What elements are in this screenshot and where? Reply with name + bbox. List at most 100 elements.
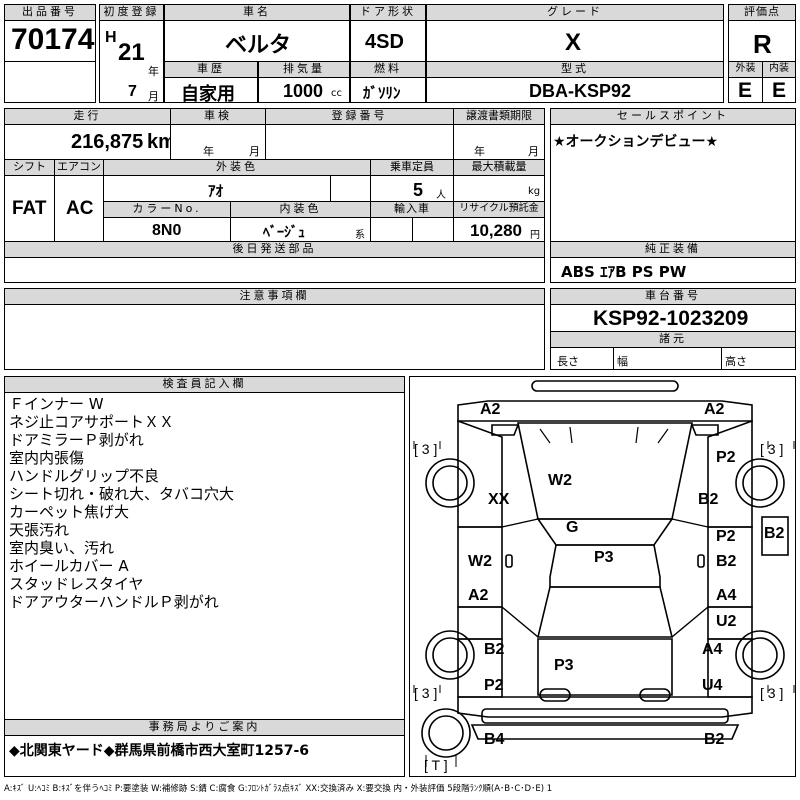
- inspection-cell: 車検 年 月: [170, 108, 266, 160]
- dimensions-label: 諸元: [551, 332, 795, 348]
- height-label: 高さ: [725, 355, 747, 368]
- interior-grade-value: E: [772, 79, 787, 102]
- rear-left-door: [457, 606, 503, 640]
- first-registration-cell: 初度登録 H 21 年 7 月: [99, 4, 164, 103]
- displacement-value: 1000: [283, 81, 324, 101]
- note-item: ドアアウターハンドルＰ剥がれ: [9, 593, 219, 611]
- damage-mark: P3: [554, 657, 574, 674]
- chassis-number-label: 車台番号: [551, 289, 795, 305]
- damage-mark: B2: [764, 525, 785, 542]
- inspector-notes-panel: 検査員記入欄 Ｆインナー W ネジ止コアサポートＸＸ ドアミラーＰ剥がれ 室内内…: [4, 376, 405, 720]
- door-type-label: ドア形状: [351, 5, 425, 21]
- damage-mark: B2: [698, 491, 719, 508]
- year-unit: 年: [148, 65, 159, 78]
- spare-tire-mark: [ T ]: [424, 757, 448, 773]
- displacement-label: 排気量: [259, 62, 349, 78]
- lot-number-value: 70174: [11, 23, 95, 56]
- transfer-year-unit: 年: [474, 145, 485, 158]
- damage-mark: A2: [468, 587, 489, 604]
- history-value: 自家用: [181, 84, 235, 105]
- capacity-unit: 人: [436, 190, 446, 201]
- damage-mark: W2: [548, 472, 572, 489]
- exterior-grade-label: 外装: [729, 62, 762, 78]
- inspection-month-unit: 月: [249, 145, 260, 158]
- headlight-left: [491, 424, 520, 436]
- model-label: 型式: [427, 62, 723, 78]
- width-label: 幅: [617, 355, 628, 368]
- tire-tread-front-left: [ 3 ]: [414, 441, 438, 457]
- car-outline-diagram: [413, 380, 795, 767]
- aircon-label: エアコン: [55, 160, 103, 176]
- score-label: 評価点: [729, 5, 795, 21]
- first-reg-year: 21: [118, 39, 145, 66]
- interior-color-unit: 系: [355, 230, 365, 241]
- exterior-color-value: ｱｵ: [208, 182, 224, 200]
- model-value: DBA-KSP92: [529, 81, 632, 101]
- length-label: 長さ: [557, 355, 579, 368]
- equipment-cell: 純正装備 ABS ｴｱB PS PW: [550, 241, 796, 283]
- note-item: Ｆインナー W: [9, 395, 104, 413]
- damage-mark: U2: [716, 613, 737, 630]
- grade-cell: グレード X: [426, 4, 724, 62]
- equipment-label: 純正装備: [551, 242, 795, 258]
- interior-color-cell: 内装色 ﾍﾞｰｼﾞｭ 系: [230, 201, 371, 242]
- car-name-cell: 車名 ベルタ: [164, 4, 350, 62]
- note-item: ドアミラーＰ剥がれ: [9, 431, 144, 449]
- exterior-color-label: 外装色: [104, 160, 370, 176]
- color-number-label: カラーNo.: [104, 202, 230, 218]
- note-item: カーペット焦げ大: [9, 503, 130, 521]
- model-cell: 型式 DBA-KSP92: [426, 61, 724, 103]
- sales-point-value: ★オークションデビュー★: [553, 134, 719, 150]
- chassis-number-value: KSP92-1023209: [593, 307, 749, 330]
- capacity-label: 乗車定員: [371, 160, 453, 176]
- month-unit: 月: [148, 90, 159, 103]
- capacity-value: 5: [413, 180, 424, 200]
- damage-mark: XX: [488, 491, 510, 508]
- note-item: 天張汚れ: [9, 521, 70, 539]
- score-value: R: [753, 29, 772, 59]
- shift-value: FAT: [12, 198, 47, 219]
- note-item: シート切れ・破れ大、タバコ穴大: [9, 485, 235, 503]
- recycle-fee-unit: 円: [530, 230, 540, 241]
- max-load-cell: 最大積載量 kg: [453, 159, 545, 202]
- tire-tread-front-right: [ 3 ]: [760, 441, 784, 457]
- note-item: ホイールカバー A: [9, 557, 129, 575]
- inspection-label: 車検: [171, 109, 265, 125]
- door-type-cell: ドア形状 4SD: [350, 4, 426, 62]
- interior-color-label: 内装色: [231, 202, 370, 218]
- interior-grade-label: 内装: [763, 62, 795, 78]
- hood: [517, 422, 693, 520]
- recycle-fee-cell: リサイクル預託金 10,280 円: [453, 201, 545, 242]
- color-number-value: 8N0: [152, 222, 182, 239]
- office-notice-cell: 事務局よりご案内 ◆北関東ヤード◆群馬県前橋市西大室町1257-6: [4, 719, 405, 777]
- lot-number-cell: 出品番号 70174: [4, 4, 96, 62]
- fuel-label: 燃料: [351, 62, 425, 78]
- max-load-label: 最大積載量: [454, 160, 544, 176]
- door-type-value: 4SD: [365, 31, 404, 53]
- aircon-value: AC: [66, 198, 94, 219]
- damage-mark: P2: [716, 449, 736, 466]
- first-reg-month: 7: [128, 83, 137, 100]
- damage-mark: P2: [716, 528, 736, 545]
- damage-mark: U4: [702, 677, 723, 694]
- rear-bumper: [457, 696, 753, 718]
- history-label: 車歴: [165, 62, 257, 78]
- right-side-panel: [761, 516, 789, 556]
- damage-mark: P3: [594, 549, 614, 566]
- tire-tread-rear-right: [ 3 ]: [760, 685, 784, 701]
- rear-window: [536, 586, 674, 638]
- caution-cell: 注意事項欄: [4, 288, 545, 370]
- grade-value: X: [565, 29, 582, 56]
- windshield: [536, 518, 674, 546]
- damage-legend: A:ｷｽﾞ U:ﾍｺﾐ B:ｷｽﾞを伴うﾍｺﾐ P:要塗装 W:補修跡 S:錆 …: [4, 784, 553, 794]
- shift-label: シフト: [5, 160, 54, 176]
- capacity-cell: 乗車定員 5 人: [370, 159, 454, 202]
- car-name-value: ベルタ: [225, 33, 292, 58]
- equipment-value: ABS ｴｱB PS PW: [561, 263, 687, 281]
- dimensions-cell: 諸元 長さ 幅 高さ: [550, 331, 796, 370]
- aircon-cell: エアコン AC: [54, 159, 104, 242]
- damage-mark: P2: [484, 677, 504, 694]
- rear-step: [481, 708, 729, 724]
- damage-mark: B2: [704, 731, 725, 748]
- history-cell: 車歴 自家用: [164, 61, 258, 105]
